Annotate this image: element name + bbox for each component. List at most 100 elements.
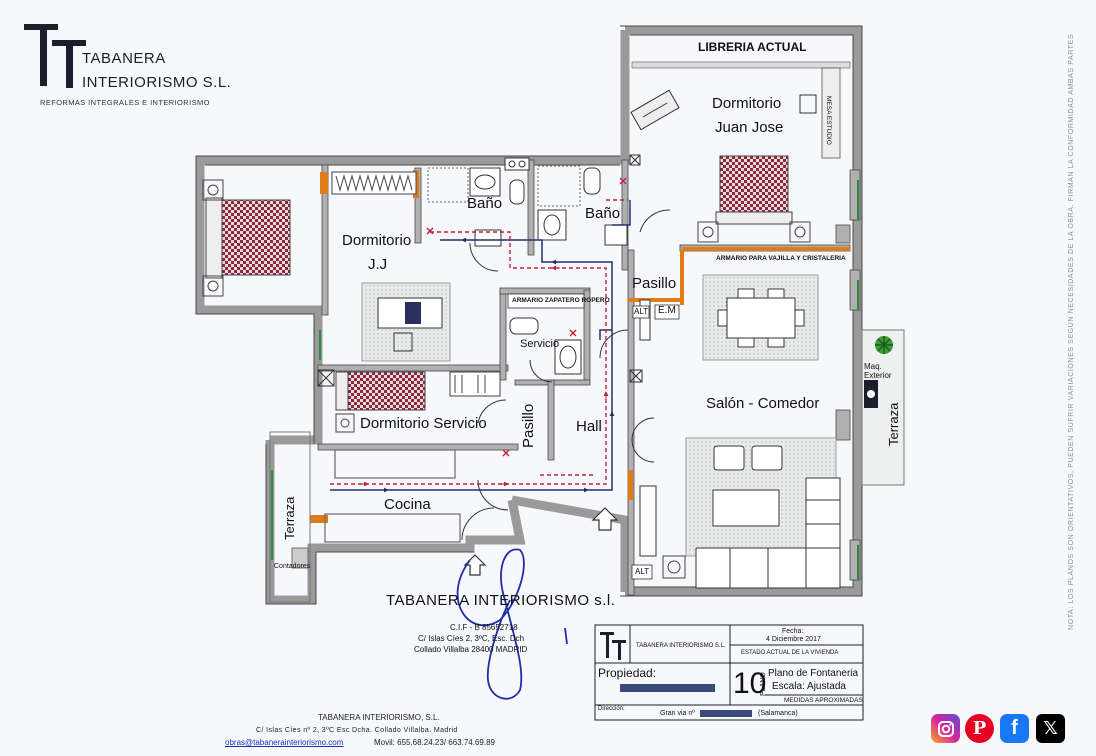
door-swings (461, 209, 671, 541)
label-hall: Hall (576, 418, 602, 435)
label-dormitorio-servicio: Dormitorio Servicio (360, 415, 487, 432)
em-box (654, 304, 680, 320)
label-salon-comedor: Salón - Comedor (706, 395, 820, 412)
logo-name-line2: INTERIORISMO S.L. (82, 74, 232, 91)
label-mesa-estudio: MESA ESTUDIO (825, 96, 832, 145)
sideboard (639, 299, 651, 341)
plant-icon (875, 336, 893, 354)
contadores-box-icon (291, 547, 309, 569)
armario-zapatero-box (507, 293, 585, 309)
nightstand-icon (335, 413, 355, 433)
direccion-redacted (700, 710, 752, 717)
lamp-box-icon (662, 555, 686, 579)
shower-bano2 (537, 165, 581, 207)
tb-fecha-value: 4 Diciembre 2017 (766, 636, 821, 643)
single-bed-servicio (344, 371, 426, 411)
libreria-shelf (631, 61, 851, 69)
label-dormitorio-jj-top: Dormitorio (342, 232, 412, 249)
tv-unit (639, 485, 657, 557)
stamp-cif: C.I.F - B 85652718 (450, 623, 518, 632)
pipe-arrows (360, 237, 615, 493)
dining-chairs (717, 288, 805, 348)
label-armario-vajilla: ARMARIO PARA VAJILLA Y CRISTALERIA (716, 255, 846, 262)
tb-fecha-label: Fecha: (782, 628, 804, 635)
label-dormitorio-juan-jose-top: Dormitorio (712, 95, 782, 112)
label-bano-1: Baño (467, 195, 503, 212)
closet-servicio (449, 371, 501, 397)
cross-box-icon (629, 369, 643, 383)
cross-box-icon (317, 369, 335, 387)
coffee-table (712, 489, 780, 527)
wall-edges (195, 25, 863, 605)
company-logo: TABANERA INTERIORISMO S.L. REFORMAS INTE… (22, 20, 231, 112)
facebook-icon[interactable]: f (1000, 714, 1029, 743)
label-terraza-left: Terraza (282, 496, 297, 540)
desk-top-left (630, 89, 680, 131)
footer-address: C/ Islas Cíes nº 2, 3ºC Esc Dcha. Collad… (256, 727, 458, 734)
label-pasillo-lower: Pasillo (520, 403, 537, 448)
mesa-estudio (821, 67, 841, 159)
terraza-left-area (269, 431, 311, 603)
tb-plano-number: 10 (733, 667, 767, 700)
label-dormitorio-juan-jose-bottom: Juan Jose (715, 119, 784, 136)
label-em: E.M (658, 305, 676, 316)
footer-company: TABANERA INTERIORISMO, S.L. (318, 713, 440, 722)
tb-plano-title: Plano de Fontaneria (768, 668, 859, 679)
stamp-company-name: TABANERA INTERIORISMO s.l. (386, 592, 616, 609)
label-alt-top: ALT (634, 307, 649, 316)
pinterest-icon[interactable]: P (965, 714, 994, 743)
nightstand-icon (789, 221, 811, 243)
entry-arrow-icon (591, 507, 619, 531)
dining-table (726, 297, 796, 339)
label-alt-bottom: ALT (635, 567, 650, 576)
label-terraza-right: Terraza (886, 402, 901, 446)
alt-box-bottom (631, 564, 653, 580)
tb-direccion-value: Gran via nº (660, 710, 695, 717)
label-cocina: Cocina (384, 496, 431, 513)
propiedad-redacted (620, 684, 715, 692)
title-block (594, 624, 864, 721)
label-bano-2: Baño (585, 205, 621, 222)
cross-box-icon (629, 154, 641, 166)
tb-escala: Escala: Ajustada (772, 681, 846, 692)
logo-tagline: REFORMAS INTEGRALES E INTERIORISMO (40, 98, 210, 107)
double-bed-jj (219, 199, 291, 276)
tap-icons (426, 177, 627, 457)
tb-estado: ESTADO ACTUAL DE LA VIVIENDA (741, 650, 839, 656)
chair-icon (393, 332, 413, 352)
logo-mark-icon (24, 24, 86, 88)
stamp-address: C/ Islas Cíes 2, 3ºC, Esc. Dch (418, 634, 525, 643)
nightstand-icon (202, 275, 224, 297)
kitchen-counter-bottom (324, 513, 461, 543)
label-dormitorio-jj-bottom: J.J (368, 256, 388, 273)
tb-propiedad-label: Propiedad: (598, 666, 657, 680)
shower-bano1 (427, 167, 469, 203)
tb-company: TABANERA INTERIORISMO S.L. (636, 643, 726, 649)
toilet-bano1 (509, 179, 525, 205)
chair-icon (799, 94, 817, 114)
label-libreria: LIBRERIA ACTUAL (698, 40, 807, 54)
footer-email-link[interactable]: obras@tabanerainteriorismo.com (225, 738, 344, 747)
label-armario-zapatero: ARMARIO ZAPATERO ROPERO (512, 297, 610, 304)
alt-box-top (632, 305, 650, 319)
entry-arrow-icon (463, 554, 487, 576)
label-servicio: Servicio (520, 338, 560, 350)
tb-direccion-suffix: (Salamanca) (758, 710, 798, 717)
title-logo-mark-icon (600, 632, 626, 660)
terrace-green-edges (271, 180, 859, 580)
x-icon[interactable]: 𝕏 (1036, 714, 1065, 743)
tb-direccion-label: Dirección: (598, 706, 625, 712)
bidet-bano1 (474, 229, 502, 247)
kitchen-counter-top (334, 449, 456, 479)
logo-name-line1: TABANERA (82, 50, 166, 67)
nightstand-icon (202, 179, 224, 201)
instagram-icon[interactable] (931, 714, 960, 743)
cold-water-pipe (330, 200, 631, 491)
label-pasillo-upper: Pasillo (632, 275, 677, 292)
tb-medidas: MEDIDAS APROXIMADAS (784, 697, 863, 704)
label-maq-exterior: Maq. Exterior (864, 362, 892, 380)
double-bed-juan-jose (719, 155, 789, 219)
toilet-bano2 (583, 167, 601, 195)
